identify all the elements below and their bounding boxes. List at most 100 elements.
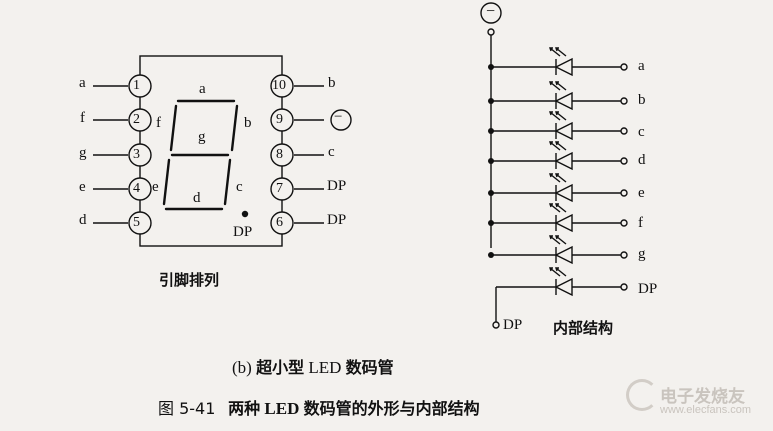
led-d-terminal <box>620 157 628 165</box>
common-terminal <box>487 28 495 36</box>
led-g-triangle <box>554 245 573 265</box>
segment-b-label: b <box>244 115 252 131</box>
segment-d-label: d <box>193 190 201 206</box>
pin-4-signal: e <box>79 179 86 195</box>
led-d-arrow-2-head <box>555 141 559 146</box>
right-pin-7-circle <box>270 177 294 201</box>
led-g-arrow-1-head <box>549 235 553 240</box>
led-a-terminal <box>620 63 628 71</box>
led-b-arrow-2-head <box>555 81 559 86</box>
led-f-arrow-1 <box>549 203 561 213</box>
led-b-arrow-1 <box>549 81 561 91</box>
led-e-arrow-1-head <box>549 173 553 178</box>
output-d-label: d <box>638 152 646 168</box>
package-outline <box>139 55 283 247</box>
figure-number: 图 5-41 <box>158 399 216 418</box>
led-g-arrow-2 <box>555 235 567 245</box>
pin-4-number: 4 <box>133 181 140 196</box>
right-pin-6-circle <box>270 211 294 235</box>
led-dp-arrow-2 <box>555 267 567 277</box>
led-a-arrow-2 <box>555 47 567 57</box>
pin-6-signal: DP <box>327 212 347 228</box>
led-g-arrow-1 <box>549 235 561 245</box>
figure-text-1: 两种 <box>228 399 261 418</box>
figure-latin: LED <box>264 399 300 418</box>
left-pin-3-circle <box>128 143 152 167</box>
segment-c-label: c <box>236 179 243 195</box>
pin-9-signal: − <box>334 109 343 125</box>
led-f-arrow-2 <box>555 203 567 213</box>
left-pin-2-circle <box>128 108 152 132</box>
led-a-triangle <box>554 57 573 77</box>
led-c-triangle <box>554 121 573 141</box>
input-dp-label: DP <box>503 317 523 333</box>
led-c-arrow-1 <box>549 111 561 121</box>
dp-in-terminal <box>492 321 500 329</box>
led-dp-terminal <box>620 283 628 291</box>
segment-b <box>230 104 239 152</box>
led-dp-triangle <box>554 277 573 297</box>
common-terminal-label: − <box>486 3 496 20</box>
left-pin-4-circle <box>128 177 152 201</box>
pin-8-number: 8 <box>276 147 283 162</box>
led-f-arrow-2-head <box>555 203 559 208</box>
led-b-terminal <box>620 97 628 105</box>
segment-a-label: a <box>199 81 206 97</box>
led-e-arrow-1 <box>549 173 561 183</box>
watermark-cn: 电子发烧友 <box>660 387 745 407</box>
subfigure-cjk-2: 数码管 <box>345 358 394 377</box>
pin-7-signal: DP <box>327 178 347 194</box>
led-e-arrow-2 <box>555 173 567 183</box>
segment-f-label: f <box>156 115 161 131</box>
led-f-terminal <box>620 219 628 227</box>
pin-6-number: 6 <box>276 215 283 230</box>
pin-9-minus-circle <box>330 109 352 131</box>
pin-3-signal: g <box>79 145 87 161</box>
left-pin-5-circle <box>128 211 152 235</box>
pin-8-signal: c <box>328 144 335 160</box>
right-pin-10-circle <box>270 74 294 98</box>
segment-dp-label: DP <box>233 224 253 240</box>
pin-3-number: 3 <box>133 147 140 162</box>
segment-g-label: g <box>198 129 206 145</box>
led-d-arrow-1-head <box>549 141 553 146</box>
pin-1-number: 1 <box>133 78 140 93</box>
led-c-arrow-2-head <box>555 111 559 116</box>
led-d-triangle <box>554 151 573 171</box>
segment-dp-dot <box>241 210 249 218</box>
segment-e <box>162 158 171 206</box>
led-g-arrow-2-head <box>555 235 559 240</box>
pin-1-signal: a <box>79 75 86 91</box>
output-a-label: a <box>638 58 645 74</box>
figure-text-2: 数码管的外形与内部结构 <box>303 399 480 418</box>
internal-structure-caption: 内部结构 <box>553 319 614 337</box>
led-a-arrow-1 <box>549 47 561 57</box>
led-dp-arrow-1 <box>549 267 561 277</box>
output-dp-label: DP <box>638 281 658 297</box>
output-g-label: g <box>638 246 646 262</box>
led-d-arrow-1 <box>549 141 561 151</box>
subfigure-caption: (b) 超小型 LED 数码管 <box>232 359 394 376</box>
led-f-triangle <box>554 213 573 233</box>
pin-9-number: 9 <box>276 112 283 127</box>
watermark-logo-icon <box>626 379 658 411</box>
output-e-label: e <box>638 185 645 201</box>
led-a-arrow-2-head <box>555 47 559 52</box>
pin-5-number: 5 <box>133 215 140 230</box>
pin-2-signal: f <box>80 110 85 126</box>
pin-2-number: 2 <box>133 112 140 127</box>
led-c-terminal <box>620 127 628 135</box>
led-c-arrow-2 <box>555 111 567 121</box>
pin-5-signal: d <box>79 212 87 228</box>
subfigure-latin: LED <box>308 358 342 377</box>
led-d-arrow-2 <box>555 141 567 151</box>
segment-c <box>223 158 232 206</box>
led-dp-arrow-2-head <box>555 267 559 272</box>
led-e-triangle <box>554 183 573 203</box>
subfigure-label: (b) <box>232 358 252 377</box>
led-e-terminal <box>620 189 628 197</box>
pin-7-number: 7 <box>276 181 283 196</box>
led-dp-arrow-1-head <box>549 267 553 272</box>
left-pin-1-circle <box>128 74 152 98</box>
